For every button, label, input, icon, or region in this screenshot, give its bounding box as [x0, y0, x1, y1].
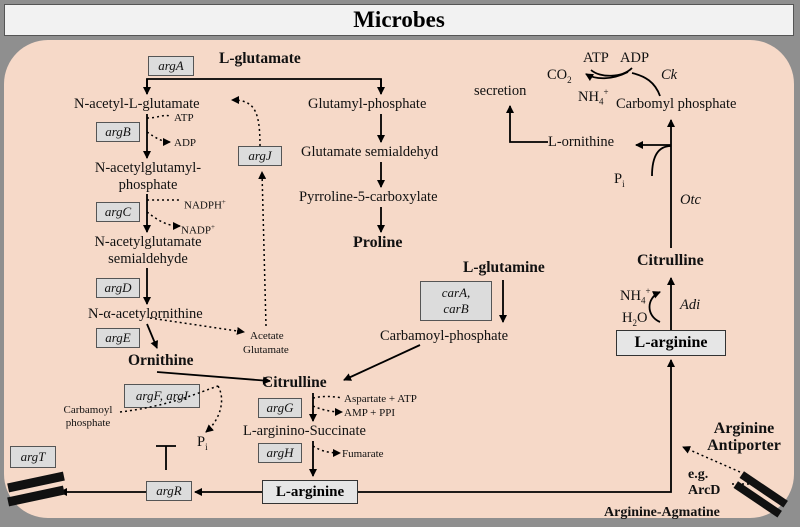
carbamoyl-phosphate-label: Carbamoyl-phosphate [380, 328, 509, 344]
aspartate-atp-label: Aspartate + ATP [344, 393, 417, 405]
nadp-sup: + [210, 223, 215, 231]
co2-label: CO2 [547, 67, 572, 89]
adp-right-label: ADP [620, 50, 650, 66]
diagram-title: Microbes [353, 7, 445, 32]
amp-ppi-label: AMP + PPI [344, 407, 396, 419]
semialdehyde-line2: semialdehyde [108, 251, 188, 267]
co2-text: CO [547, 67, 568, 83]
nadp-text: NADP [181, 224, 211, 237]
enzyme-box-argg: argG [258, 398, 302, 418]
enzyme-box-argr: argR [146, 481, 192, 501]
pi-right-p: P [614, 171, 623, 187]
enzyme-box-argh: argH [258, 443, 302, 463]
nadph-label: NADPH+ [184, 196, 226, 213]
pi-left-sub: i [205, 441, 208, 452]
atp-right-label: ATP [583, 50, 609, 66]
glutamyl-phosphate-label: Glutamyl-phosphate [308, 96, 427, 112]
argininosuccinate-label: L-arginino-Succinate [243, 423, 366, 439]
acetylglutamyl-phosphate-line2: phosphate [118, 177, 178, 193]
fumarate-label: Fumarate [342, 448, 384, 460]
semialdehyde-line1: N-acetylglutamate [94, 234, 202, 250]
pi-left-label: Pi [197, 434, 208, 456]
citrulline-center-label: Citrulline [262, 374, 327, 391]
acetylornithine-label: N-α-acetylornithine [88, 306, 203, 322]
adp-label: ADP [174, 137, 197, 149]
carbamoyl-line1: Carbamoyl [63, 404, 113, 416]
pi-right-sub: i [622, 178, 625, 189]
antiporter-label: Arginine Antiporter [704, 420, 784, 454]
l-glutamate-label: L-glutamate [219, 50, 301, 67]
proline-label: Proline [353, 234, 403, 251]
nh4-right-sup: + [603, 87, 609, 97]
atp-label: ATP [174, 112, 194, 124]
carb-label: carB [443, 301, 469, 316]
enzyme-box-argd: argD [96, 278, 140, 298]
nh4-adi-sub: 4 [640, 295, 646, 306]
nh4-right-text: NH [578, 88, 599, 105]
pi-right-label: Pi [614, 171, 625, 193]
l-ornithine-label: L-ornithine [548, 134, 615, 150]
enzyme-box-argf-argi: argF, argI [124, 384, 200, 408]
acetate-label: Acetate [250, 330, 284, 342]
nh4-adi-sup: + [645, 286, 651, 296]
pi-left-p: P [197, 434, 206, 450]
nh4-adi-text: NH [620, 287, 641, 304]
h2o-sub: 2 [632, 317, 637, 328]
h2o-label: H2O [622, 310, 647, 332]
h2o-o: O [636, 310, 648, 326]
acetylglutamyl-phosphate-line1: N-acetylglutamyl- [94, 160, 202, 176]
ck-enzyme-label: Ck [661, 67, 678, 83]
co2-sub: 2 [567, 74, 572, 85]
l-arginine-center-box: L-arginine [262, 480, 358, 504]
nadp-label: NADP+ [181, 221, 215, 238]
pyrroline-label: Pyrroline-5-carboxylate [299, 189, 438, 205]
eg-label: e.g. [688, 467, 709, 482]
l-glutamine-label: L-glutamine [463, 259, 545, 276]
arginine-agmatine-label: Arginine-Agmatine [604, 505, 720, 520]
enzyme-box-argb: argB [96, 122, 140, 142]
enzyme-box-argc: argC [96, 202, 140, 222]
antiporter-line2: Antiporter [707, 437, 781, 454]
n-acetyl-glutamate-label: N-acetyl-L-glutamate [74, 96, 200, 112]
enzyme-box-argj: argJ [238, 146, 282, 166]
adi-enzyme-label: Adi [680, 297, 701, 313]
arcd-label: ArcD [688, 483, 721, 498]
h2o-h: H [622, 310, 633, 326]
cara-label: carA, [441, 285, 471, 300]
enzyme-box-argt: argT [10, 446, 56, 468]
enzyme-box-cara-carb: carA, carB [420, 281, 492, 321]
carbamoyl-line2: phosphate [65, 417, 111, 429]
acetylglutamate-semialdehyde-label: N-acetylglutamate semialdehyde [86, 234, 210, 268]
enzyme-box-arge: argE [96, 328, 140, 348]
title-bar: Microbes [4, 4, 794, 36]
l-arginine-right-box: L-arginine [616, 330, 726, 356]
nadph-sup: + [221, 198, 226, 206]
carbomyl-phosphate-label: Carbomyl phosphate [616, 96, 737, 112]
citrulline-right-label: Citrulline [637, 252, 704, 269]
carbamoyl-phosphate-small: Carbamoyl phosphate [56, 404, 120, 430]
secretion-label: secretion [474, 83, 527, 99]
ornithine-label: Ornithine [128, 352, 194, 369]
acetylglutamyl-phosphate-label: N-acetylglutamyl- phosphate [88, 160, 208, 194]
antiporter-line1: Arginine [713, 420, 775, 437]
glutamate-small-label: Glutamate [243, 344, 289, 356]
nh4-right-sub: 4 [598, 96, 604, 107]
otc-enzyme-label: Otc [680, 192, 701, 208]
glutamate-semialdehyd-label: Glutamate semialdehyd [301, 144, 439, 160]
nh4-adi-label: NH4+ [620, 283, 651, 310]
nadph-text: NADPH [184, 199, 222, 212]
enzyme-box-arga: argA [148, 56, 194, 76]
nh4-right-label: NH4+ [578, 84, 609, 111]
